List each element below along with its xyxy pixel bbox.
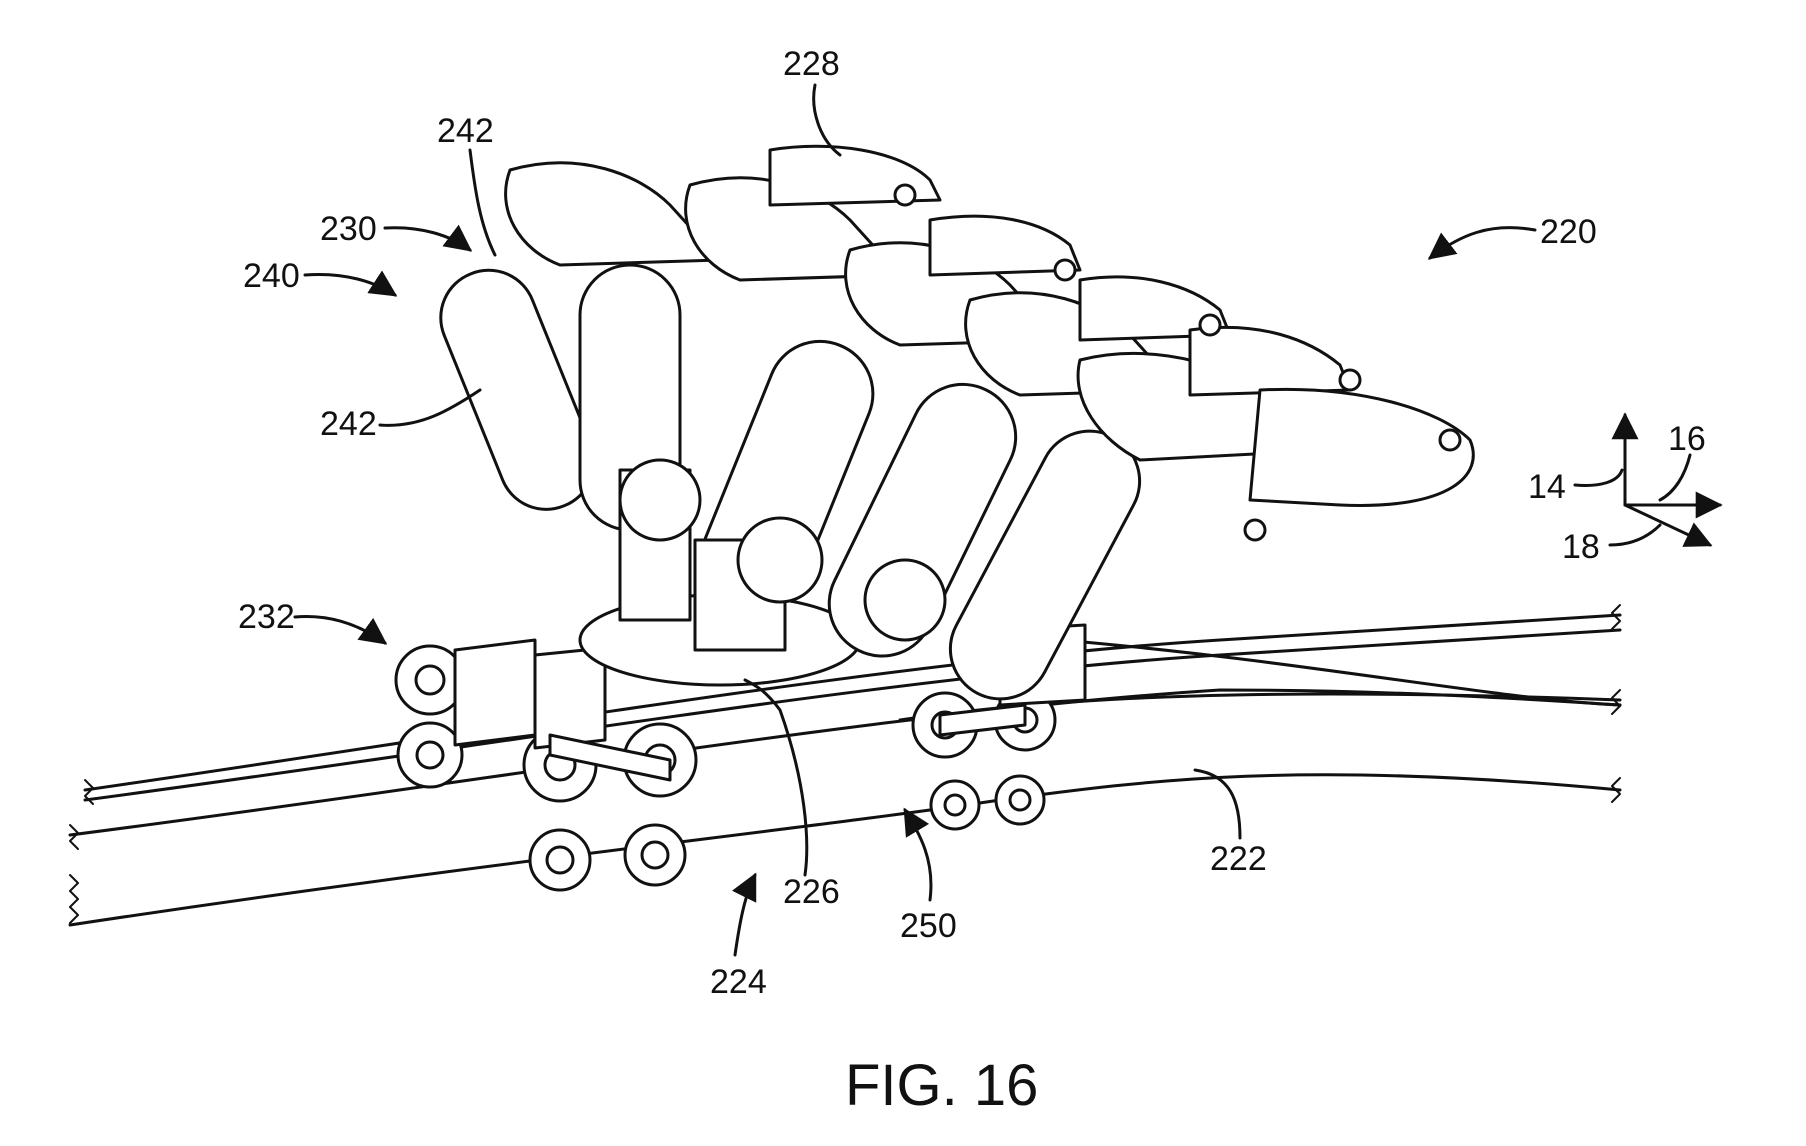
- label-14: 14: [1528, 468, 1566, 506]
- label-16: 16: [1668, 420, 1706, 458]
- lower-wheel-assembly: [394, 593, 1087, 892]
- label-250: 250: [900, 907, 957, 945]
- robotic-arms: [439, 263, 1142, 701]
- label-240: 240: [243, 257, 300, 295]
- label-242-top: 242: [437, 112, 494, 150]
- label-224: 224: [710, 963, 767, 1001]
- passenger-seats: [504, 144, 1475, 542]
- label-228: 228: [783, 45, 840, 83]
- label-232: 232: [238, 598, 295, 636]
- figure-caption: FIG. 16: [845, 1053, 1038, 1118]
- label-18: 18: [1562, 528, 1600, 566]
- label-220: 220: [1540, 213, 1597, 251]
- label-230: 230: [320, 210, 377, 248]
- label-242-side: 242: [320, 405, 377, 443]
- label-226: 226: [783, 873, 840, 911]
- label-222: 222: [1210, 840, 1267, 878]
- leader-lines: [293, 83, 1537, 957]
- coordinate-axes: [1573, 412, 1723, 547]
- reference-labels: 228 242 230 240 242 220 14 16 18 232 226…: [238, 45, 1706, 1001]
